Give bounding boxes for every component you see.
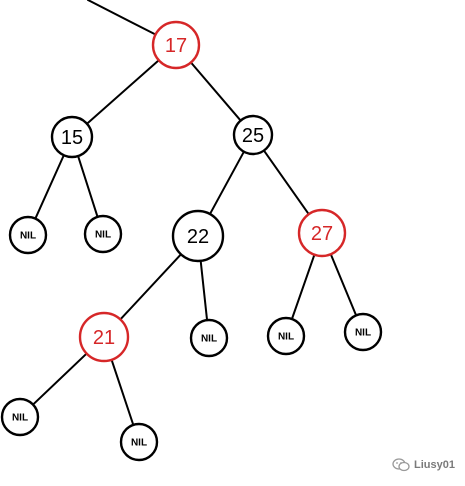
node-circle [266, 316, 306, 356]
nil-node: NIL [119, 422, 159, 462]
tree-node-27: 27 [297, 208, 347, 258]
node-label: NIL [278, 332, 294, 343]
node-circle [189, 318, 229, 358]
tree-node-17: 17 [151, 20, 201, 70]
node-circle [151, 20, 201, 70]
node-circle [343, 312, 383, 352]
node-circle [119, 422, 159, 462]
node-label: NIL [20, 231, 36, 242]
watermark: Liusy01 [392, 458, 455, 472]
tree-edge-n15-nil1 [34, 154, 65, 220]
node-label: 25 [242, 125, 264, 147]
node-circle [171, 209, 225, 263]
nil-node: NIL [189, 318, 229, 358]
tree-edge-n27-nil4 [290, 253, 316, 321]
tree-edges [32, 0, 358, 426]
tree-node-25: 25 [232, 114, 274, 156]
tree-edge-n25-n27 [262, 149, 310, 216]
tree-edge-n27-nil5 [329, 253, 358, 317]
node-circle [297, 208, 347, 258]
tree-node-22: 22 [171, 209, 225, 263]
wechat-icon [392, 458, 410, 472]
tree-edge-n22-nil3 [199, 259, 209, 322]
tree-edge-n21-nil7 [110, 358, 135, 426]
node-circle [8, 215, 48, 255]
tree-edge-parent-n17 [87, 0, 157, 36]
tree-edge-n17-n15 [85, 59, 160, 125]
tree-edge-n25-n22 [208, 150, 245, 216]
node-label: NIL [95, 230, 111, 241]
node-label: 22 [187, 226, 209, 248]
node-label: NIL [201, 334, 217, 345]
nil-node: NIL [266, 316, 306, 356]
node-circle [50, 115, 94, 159]
node-circle [0, 397, 40, 437]
node-circle [78, 311, 130, 363]
tree-edge-n17-n25 [189, 61, 242, 122]
nil-node: NIL [8, 215, 48, 255]
node-label: 17 [165, 35, 187, 57]
node-label: 15 [61, 127, 83, 149]
tree-edge-n22-n21 [119, 253, 182, 321]
nil-node: NIL [83, 214, 123, 254]
node-circle [83, 214, 123, 254]
node-label: 21 [93, 327, 115, 349]
tree-edge-n15-nil2 [77, 155, 99, 218]
node-label: 27 [311, 223, 333, 245]
tree-node-15: 15 [50, 115, 94, 159]
node-label: NIL [12, 413, 28, 424]
nil-node: NIL [0, 397, 40, 437]
node-circle [232, 114, 274, 156]
tree-node-21: 21 [78, 311, 130, 363]
watermark-text: Liusy01 [414, 459, 455, 471]
node-label: NIL [131, 438, 147, 449]
tree-edge-n21-nil6 [32, 352, 88, 406]
node-label: NIL [355, 328, 371, 339]
nil-node: NIL [343, 312, 383, 352]
